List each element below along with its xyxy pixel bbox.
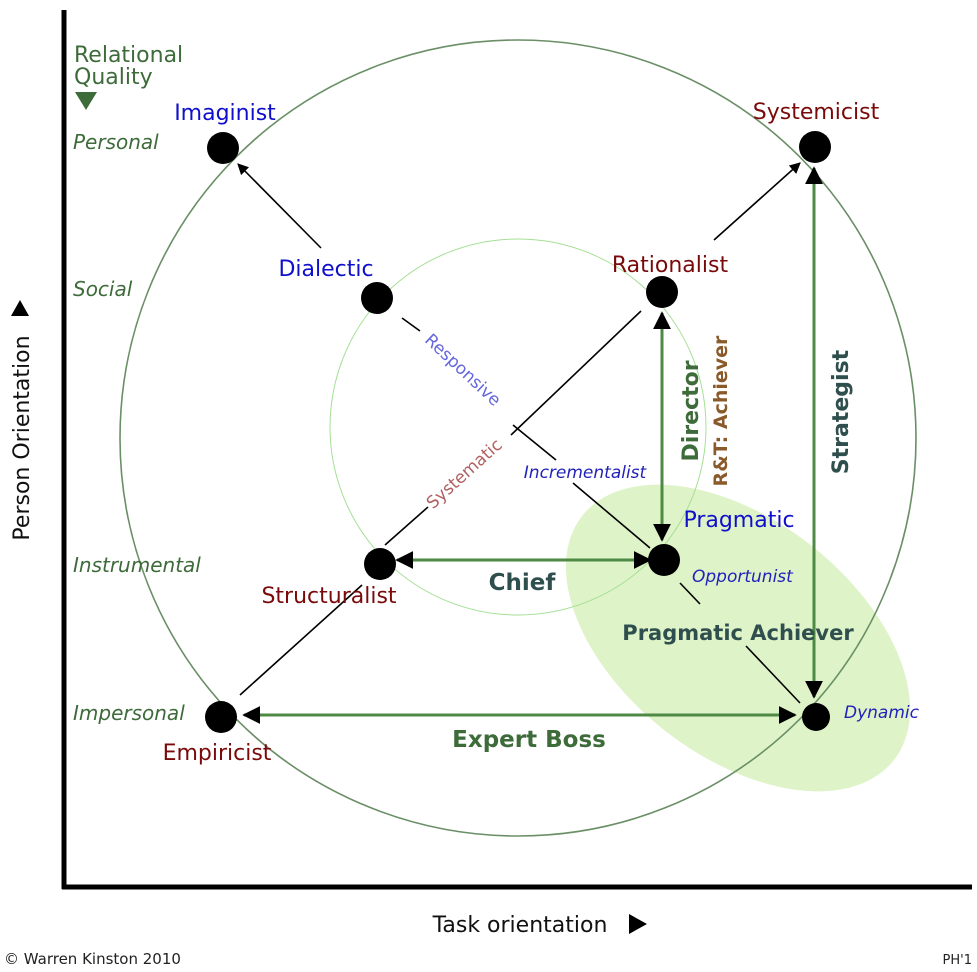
systemicist-node xyxy=(799,131,831,163)
pragmatic-node xyxy=(648,544,680,576)
relational-down-arrow-icon xyxy=(75,92,97,110)
copyright: © Warren Kinston 2010 xyxy=(4,950,181,968)
page-id: PH'1 xyxy=(943,953,972,968)
expert-boss-label: Expert Boss xyxy=(452,727,606,753)
dynamic-node xyxy=(802,703,830,731)
opportunist-label: Opportunist xyxy=(692,567,794,587)
rt-achiever-label: R&T: Achiever xyxy=(710,335,732,486)
pragmatic-achiever-label: Pragmatic Achiever xyxy=(622,621,854,645)
rationalist-to-systemicist-arrow xyxy=(713,162,801,241)
pragmatic-dynamic-line-a xyxy=(679,582,701,605)
relational-heading-line2: Quality xyxy=(74,65,153,90)
chief-label: Chief xyxy=(489,570,557,596)
pragmatic-label: Pragmatic xyxy=(683,508,794,533)
rationalist-node xyxy=(646,276,678,308)
pragmatic-dynamic-line-b xyxy=(745,645,801,704)
systematic-label: Systematic xyxy=(423,435,507,513)
outer-circle xyxy=(119,39,917,837)
dynamic-label: Dynamic xyxy=(844,703,920,723)
structuralist-rationalist-line-b xyxy=(510,310,642,436)
level-impersonal: Impersonal xyxy=(73,701,185,725)
y-axis-title: Person Orientation xyxy=(10,335,35,540)
strategist-label: Strategist xyxy=(829,349,854,474)
incrementalist-label: Incrementalist xyxy=(524,463,648,483)
structuralist-node xyxy=(364,548,396,580)
relational-heading-line1: Relational xyxy=(74,43,183,68)
x-axis-arrow-icon xyxy=(629,914,647,934)
y-axis-arrow-icon xyxy=(11,300,29,316)
dialectic-node xyxy=(361,282,393,314)
structuralist-rationalist-line-a xyxy=(384,506,429,546)
inner-circle xyxy=(329,238,707,616)
responsive-label: Responsive xyxy=(420,330,504,410)
level-social: Social xyxy=(73,277,133,301)
level-personal: Personal xyxy=(73,130,159,154)
systemicist-label: Systemicist xyxy=(753,100,880,125)
dialectic-label: Dialectic xyxy=(278,257,373,282)
director-label: Director xyxy=(679,360,704,461)
imaginist-label: Imaginist xyxy=(174,101,276,126)
rationalist-label: Rationalist xyxy=(612,253,729,278)
level-instrumental: Instrumental xyxy=(73,553,201,577)
dialectic-pragmatic-line-a xyxy=(401,317,421,332)
dialectic-pragmatic-line-c xyxy=(572,482,651,549)
dialectic-to-imaginist-arrow xyxy=(237,163,322,249)
imaginist-node xyxy=(207,132,239,164)
structuralist-label: Structuralist xyxy=(261,584,396,609)
dialectic-pragmatic-line-b xyxy=(512,424,557,461)
empiricist-label: Empiricist xyxy=(163,741,272,766)
x-axis-title: Task orientation xyxy=(432,913,608,938)
empiricist-to-structuralist-line xyxy=(239,584,363,696)
empiricist-node xyxy=(205,701,237,733)
